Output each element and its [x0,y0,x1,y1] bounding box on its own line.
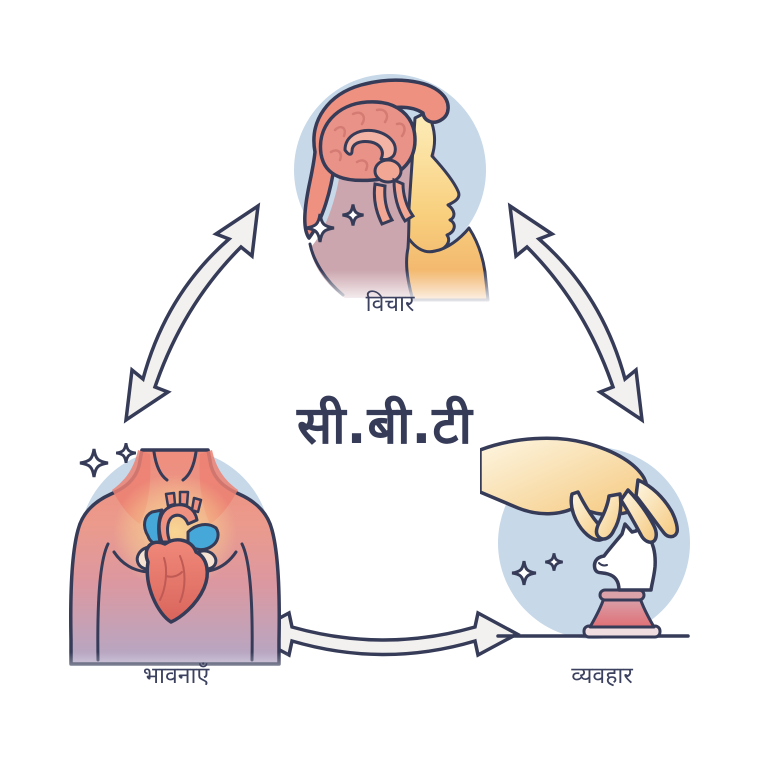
head-brain-icon [285,74,500,306]
heart [135,490,220,624]
arrow-thoughts-emotions [123,202,261,424]
index-finger [594,492,623,541]
chess-knight [582,522,662,639]
node-label-thoughts: विचार [365,291,415,317]
finger [619,488,658,544]
arrow-emotions-behavior [246,610,521,658]
hand [480,436,679,544]
node-label-behavior: व्यवहार [571,663,633,689]
diagram-title: सी.बी.टी [297,396,473,456]
node-thoughts [285,58,500,306]
brain [318,100,417,226]
node-label-emotions: भावनाएँ [142,663,210,689]
arrow-thoughts-behavior [507,202,645,424]
node-emotions [68,440,288,690]
hand-chess-knight-icon [480,436,690,639]
chest-heart-icon [68,441,288,690]
node-behavior [480,430,710,685]
finger [634,478,679,539]
